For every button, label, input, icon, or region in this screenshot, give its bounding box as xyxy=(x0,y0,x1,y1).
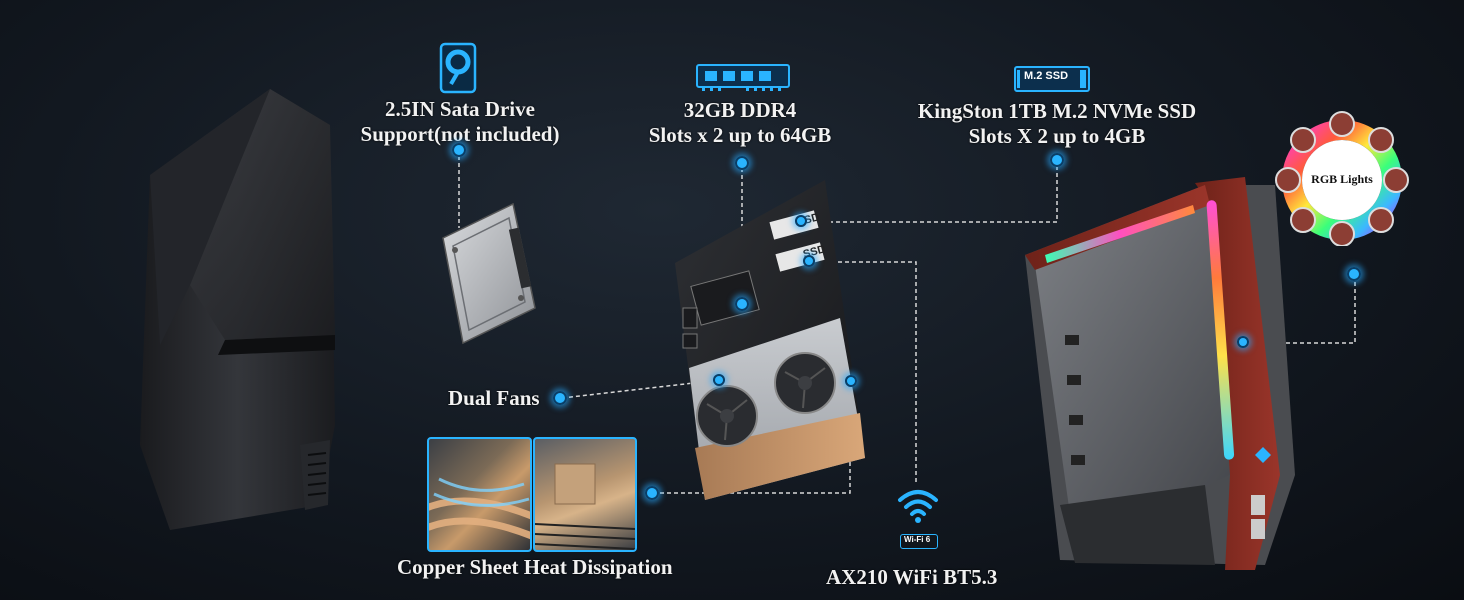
ram-slot-dot xyxy=(735,297,749,311)
dual-fans-label: Dual Fans xyxy=(448,386,540,410)
wifi6-badge-text: Wi-Fi 6 xyxy=(904,535,931,544)
motherboard-image: SSD SSD xyxy=(665,178,875,503)
ram-stick-icon xyxy=(696,62,790,96)
ssd-slot-dot-bottom xyxy=(803,255,815,267)
hdd-icon xyxy=(439,42,477,98)
m2-ssd-icon: M.2 SSD xyxy=(1014,66,1090,96)
sata-drive-label: 2.5IN Sata Drive Support(not included) xyxy=(340,97,580,147)
fan-board-dot xyxy=(713,374,725,386)
wifi-icon xyxy=(896,486,940,530)
ssd-label-line2: Slots X 2 up to 4GB xyxy=(968,124,1146,148)
sata-callout-dot xyxy=(452,143,466,157)
mini-pc-black-case xyxy=(130,85,345,535)
ssd-label: KingSton 1TB M.2 NVMe SSD Slots X 2 up t… xyxy=(897,99,1217,149)
ram-label-line1: 32GB DDR4 xyxy=(683,98,797,122)
dual-fans-callout-dot xyxy=(553,391,567,405)
sata-drive-image xyxy=(435,198,545,352)
ssd-slot-dot-top xyxy=(795,215,807,227)
sata-label-line1: 2.5IN Sata Drive xyxy=(385,97,535,121)
sata-label-line2: Support(not included) xyxy=(360,122,560,146)
copper-heatpipe-photo-1 xyxy=(427,437,532,552)
rgb-strip-dot xyxy=(1237,336,1249,348)
m2-ssd-icon-text: M.2 SSD xyxy=(1024,70,1069,82)
rgb-ring-icon: RGB Lights xyxy=(1274,110,1410,247)
copper-label: Copper Sheet Heat Dissipation xyxy=(397,555,673,579)
heatsink-board-dot xyxy=(845,375,857,387)
ssd-callout-dot xyxy=(1050,153,1064,167)
copper-callout-dot xyxy=(645,486,659,500)
wifi6-badge: Wi-Fi 6 xyxy=(900,534,938,549)
ssd-label-line1: KingSton 1TB M.2 NVMe SSD xyxy=(917,99,1197,123)
copper-heatpipe-photo-2 xyxy=(533,437,637,552)
rgb-lights-label: RGB Lights xyxy=(1311,172,1373,186)
open-case-rgb-image xyxy=(1015,175,1300,575)
ram-label-line2: Slots x 2 up to 64GB xyxy=(648,123,832,147)
ram-label: 32GB DDR4 Slots x 2 up to 64GB xyxy=(620,98,860,148)
rgb-callout-dot xyxy=(1347,267,1361,281)
wifi-label: AX210 WiFi BT5.3 xyxy=(826,565,998,589)
ram-callout-dot xyxy=(735,156,749,170)
